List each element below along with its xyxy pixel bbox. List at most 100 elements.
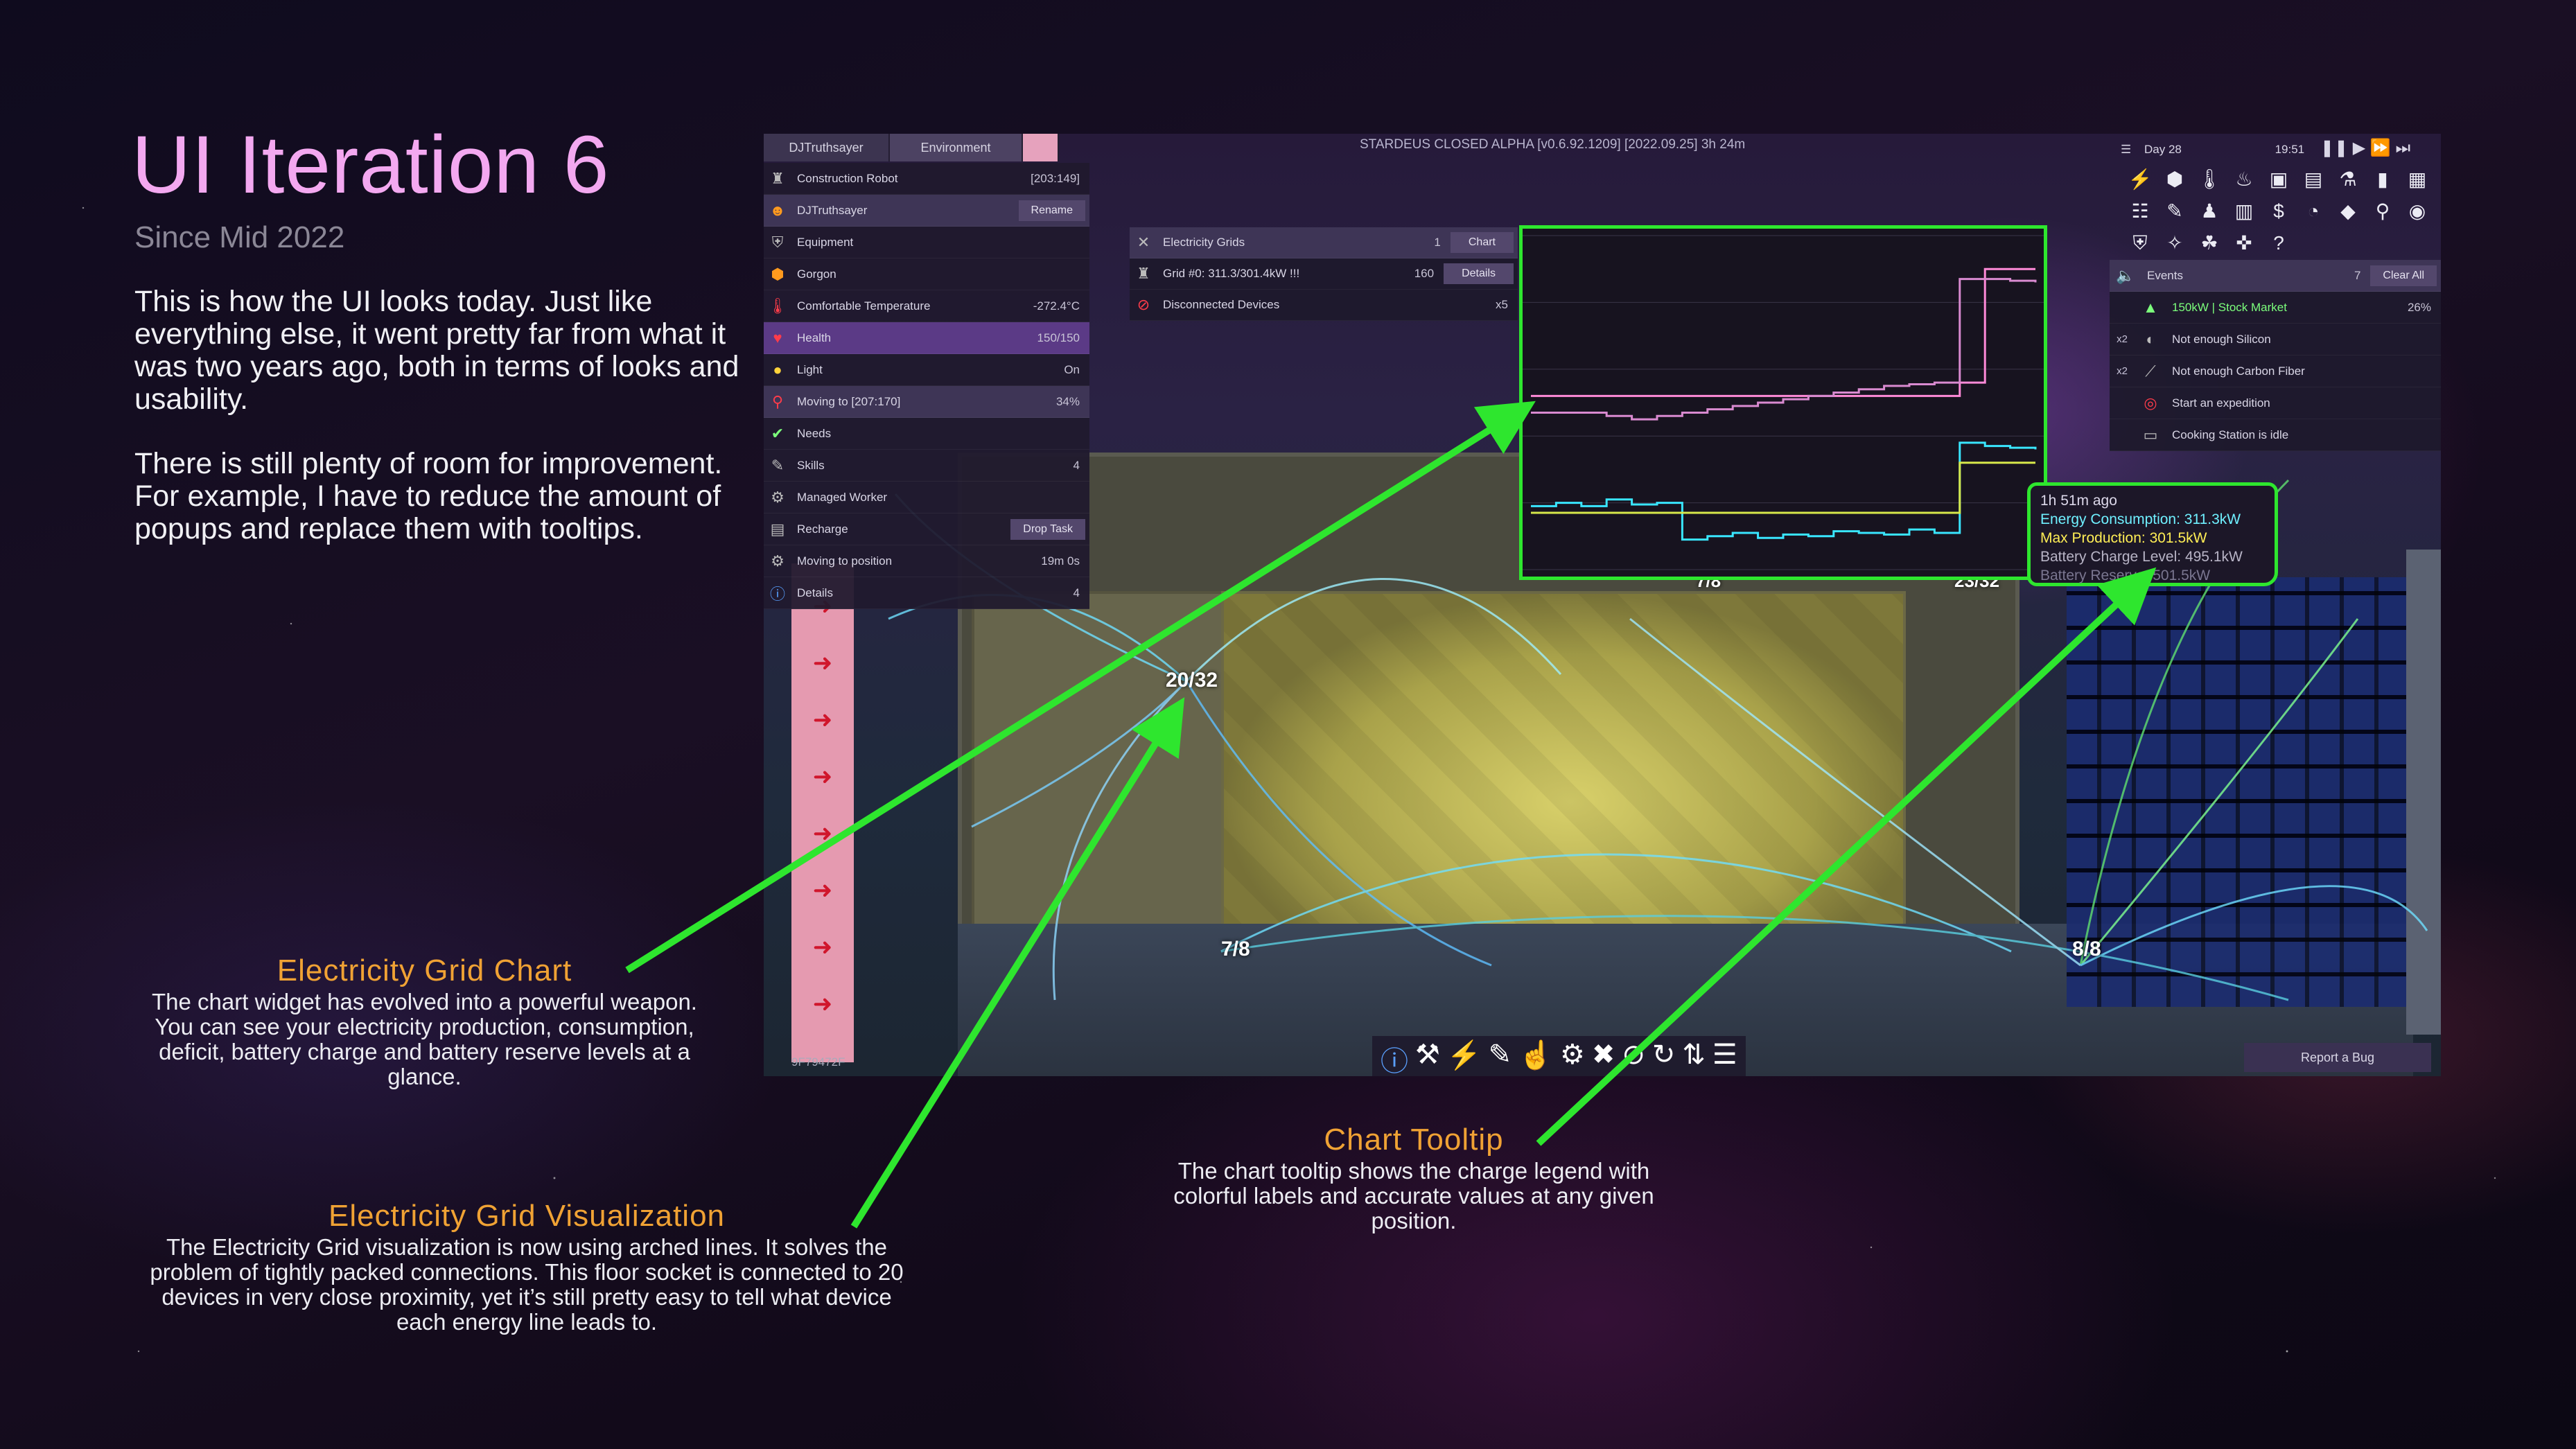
dial-icon[interactable]: ◔ [2307,200,2320,222]
grid-icon[interactable]: ▦ [2408,168,2427,190]
info-label: Light [797,362,823,376]
tab-djtruthsayer[interactable]: DJTruthsayer [764,134,890,161]
info-row-faction[interactable]: ⬢ Gorgon [764,258,1089,290]
pin-icon[interactable]: ⚲ [2375,200,2390,222]
hammer-icon[interactable]: ⚒ [1415,1039,1440,1070]
image-icon[interactable]: ▤ [2304,168,2323,190]
priority-icon[interactable]: ⇅ [1682,1039,1706,1070]
info-row-health[interactable]: ♥ Health 150/150 [764,322,1089,354]
report-bug-button[interactable]: Report a Bug [2244,1043,2431,1072]
wand-icon[interactable]: ✧ [2166,232,2183,254]
eye-icon[interactable]: ◉ [2408,200,2426,222]
event-item[interactable]: ▲ 150kW | Stock Market 26% [2110,292,2441,324]
info-row-skills[interactable]: ✎ Skills 4 [764,450,1089,482]
chart-button[interactable]: Chart [1450,232,1514,253]
tooltip-production: Max Production: 301.5kW [2040,530,2207,546]
tab-close[interactable] [1023,134,1059,161]
wrench-icon: ✎ [771,456,785,474]
info-value: 150/150 [1037,331,1080,344]
diamond-icon[interactable]: ◆ [2340,200,2356,222]
wrench-icon[interactable]: ✎ [1488,1039,1512,1070]
list-icon[interactable]: ☷ [2131,200,2149,222]
rotate-icon[interactable]: ↻ [1651,1039,1676,1070]
info-value: 19m 0s [1041,554,1080,568]
info-label: Recharge [797,522,848,536]
grids-header: ✕ Electricity Grids 1 Chart [1130,227,1518,258]
money-icon[interactable]: $ [2273,200,2284,222]
info-label: Moving to position [797,554,893,568]
pet-icon[interactable]: ☘ [2200,232,2218,254]
electricity-grid-chart[interactable] [1519,225,2047,580]
close-icon[interactable]: ✕ [1137,234,1150,251]
intro-paragraph-2: There is still plenty of room for improv… [134,447,723,545]
rename-button[interactable]: Rename [1018,200,1085,221]
event-item[interactable]: ◎ Start an expedition [2110,387,2441,419]
info-value: [203:149] [1031,171,1080,185]
event-item[interactable]: x2 ◐ Not enough Silicon [2110,324,2441,355]
pencil-icon[interactable]: ✎ [2166,200,2183,222]
events-title: Events [2147,268,2183,282]
speed-controls-icon[interactable]: ❚❚ ▶ ⏩ ⏭ [2320,139,2411,157]
pipe-icon[interactable]: ♨ [2235,168,2253,190]
check-icon: ✔ [771,424,785,442]
event-item[interactable]: x2 ⟋ Not enough Carbon Fiber [2110,355,2441,387]
day-label: Day 28 [2144,143,2182,156]
info-label: Moving to [207:170] [797,394,901,408]
events-count: 7 [2354,268,2361,282]
info-label: Gorgon [797,267,836,281]
power-icon[interactable]: ⚡ [2128,168,2153,190]
intro-text: This is how the UI looks today. Just lik… [134,286,758,577]
info-row-construction-robot[interactable]: ♜ Construction Robot [203:149] [764,163,1089,195]
info-row-moving[interactable]: ⚲ Moving to [207:170] 34% [764,386,1089,418]
info-row-moving-position[interactable]: ⚙ Moving to position 19m 0s [764,545,1089,577]
event-item[interactable]: ▭ Cooking Station is idle [2110,419,2441,451]
hand-icon[interactable]: ☝ [1518,1040,1553,1071]
disconnected-row[interactable]: ⊘ Disconnected Devices x5 [1130,290,1518,321]
blueprint-icon[interactable]: ▣ [2269,168,2288,190]
material-icon: ◐ [2146,330,2155,348]
flask-icon[interactable]: ⚗ [2339,168,2357,190]
info-row-equipment[interactable]: ⛨ Equipment [764,227,1089,258]
robot-icon: ♜ [771,169,785,187]
menu-icon[interactable]: ☰ [2121,143,2132,156]
info-row-managed-worker[interactable]: ⚙ Managed Worker [764,482,1089,513]
gamepad-icon[interactable]: ✜ [2236,232,2252,254]
info-row-recharge[interactable]: ▤ Recharge Drop Task [764,513,1089,545]
info-row-needs[interactable]: ✔ Needs [764,418,1089,450]
solar-frame [2406,550,2441,1035]
tab-environment[interactable]: Environment [890,134,1023,161]
info-icon[interactable]: ⓘ [1381,1046,1408,1076]
event-text: Not enough Silicon [2172,332,2271,346]
info-row-name[interactable]: ☻ DJTruthsayer Rename [764,195,1089,227]
location-pin-icon: ⚲ [771,392,784,410]
power-icon[interactable]: ⚡ [1446,1040,1482,1071]
gear-icon[interactable]: ⚙ [1560,1039,1585,1070]
notes-icon[interactable]: ▥ [2234,200,2254,222]
info-icon: ⓘ [769,585,785,603]
info-row-light[interactable]: ● Light On [764,354,1089,386]
heart-icon: ♥ [773,328,782,346]
details-button[interactable]: Details [1444,263,1514,284]
speaker-icon[interactable]: 🔈 [2116,266,2135,284]
thermometer-icon[interactable]: 🌡 [2197,168,2222,190]
battery-icon[interactable]: ▮ [2377,168,2388,190]
info-label: Skills [797,458,825,472]
person-icon[interactable]: ♟ [2200,200,2218,222]
toolbar-grid: ⚡ ⬢ 🌡 ♨ ▣ ▤ ⚗ ▮ ▦ ☷ ✎ ♟ ▥ $ ◔ ◆ ⚲ ◉ ⛨ ✧ … [2123,164,2434,258]
grids-title: Electricity Grids [1163,236,1245,249]
clear-all-button[interactable]: Clear All [2370,265,2437,286]
info-row-temperature[interactable]: 🌡 Comfortable Temperature -272.4°C [764,290,1089,322]
info-row-details[interactable]: ⓘ Details 4 [764,577,1089,609]
list-icon[interactable]: ☰ [1712,1039,1737,1070]
forbid-icon[interactable]: ⊘ [1622,1039,1645,1070]
cancel-icon[interactable]: ✖ [1591,1039,1615,1070]
grid-row[interactable]: ♜ Grid #0: 311.3/301.4kW !!! 160 Details [1130,258,1518,290]
shield-icon: ⛨ [771,233,784,251]
help-icon[interactable]: ? [2273,232,2284,254]
tooltip-charge: Battery Charge Level: 495.1kW [2040,549,2243,565]
cube-icon[interactable]: ⬢ [2166,168,2184,190]
drop-task-button[interactable]: Drop Task [1010,518,1085,540]
annotation-chart: Electricity Grid Chart The chart widget … [135,954,714,1089]
info-label: DJTruthsayer [797,203,868,217]
shield-icon[interactable]: ⛨ [2132,232,2148,254]
